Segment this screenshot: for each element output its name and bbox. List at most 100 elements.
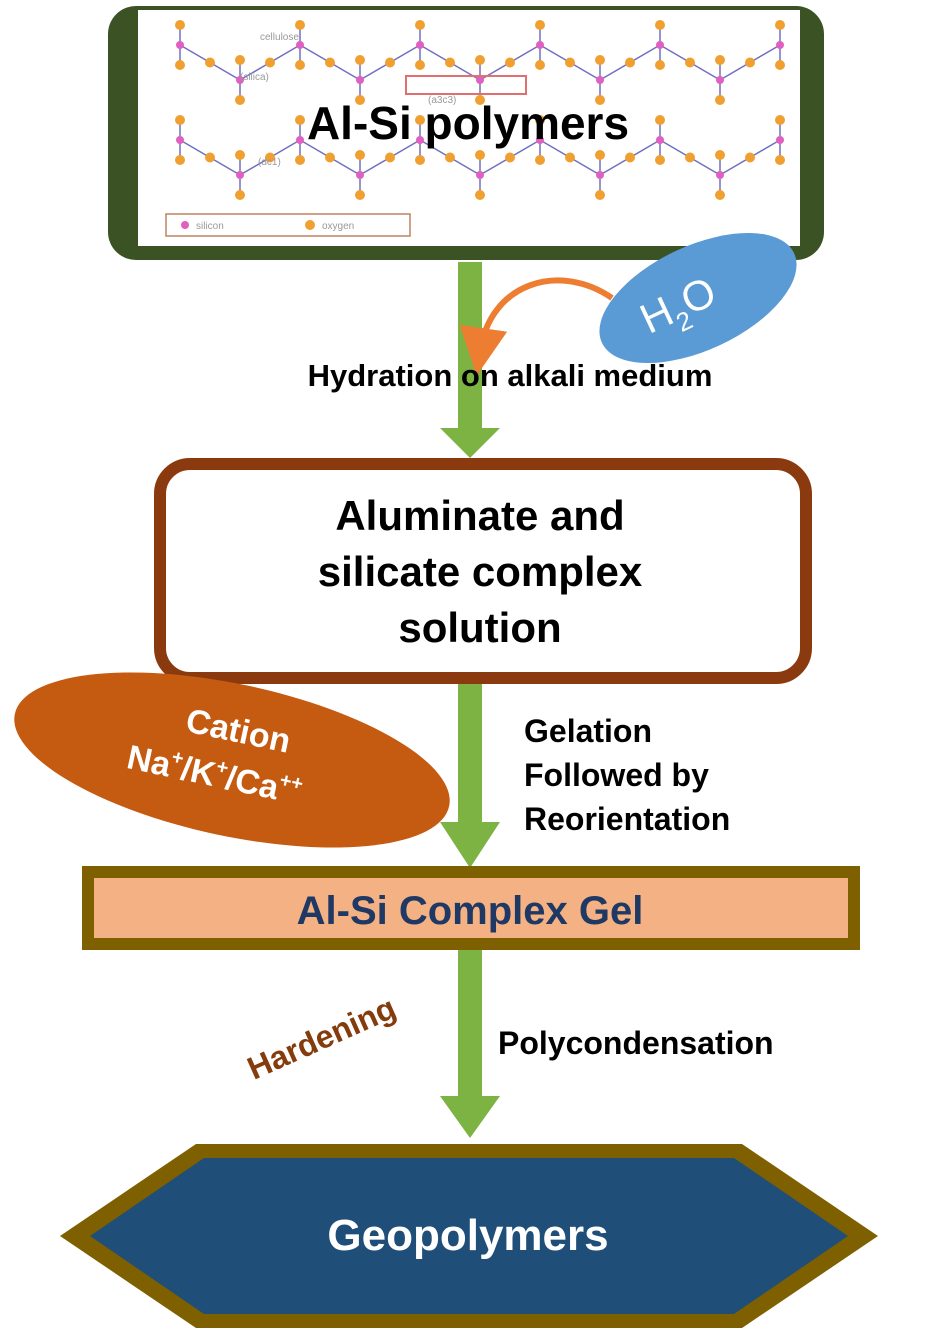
al-si-polymers-label: Al-Si polymers (307, 97, 629, 149)
silicon-atom (476, 76, 484, 84)
oxygen-atom (595, 55, 605, 65)
oxygen-atom (265, 57, 275, 68)
oxygen-atom (595, 150, 605, 160)
oxygen-atom (685, 57, 695, 68)
oxygen-atom (655, 155, 665, 165)
geopolymers-label: Geopolymers (327, 1211, 608, 1260)
gelation-line-2: Followed by (524, 757, 709, 793)
silicon-atom (236, 171, 244, 179)
oxygen-atom (175, 115, 185, 125)
gelation-line-3: Reorientation (524, 801, 730, 837)
oxygen-atom (415, 20, 425, 30)
silicon-atom (716, 171, 724, 179)
oxygen-atom (505, 57, 515, 68)
silicon-atom (596, 171, 604, 179)
oxygen-atom (175, 60, 185, 70)
water-addition-arrow (459, 277, 614, 376)
polycondensation-label: Polycondensation (498, 1025, 774, 1061)
oxygen-atom (325, 57, 335, 68)
arrow-solution-to-gel (440, 684, 500, 868)
silicon-atom (176, 136, 184, 144)
oxygen-atom (235, 55, 245, 65)
oxygen-atom (535, 115, 545, 125)
oxygen-atom (595, 190, 605, 200)
oxygen-atom (385, 57, 395, 68)
aluminate-silicate-solution-box: Aluminate and silicate complex solution (154, 458, 812, 684)
oxygen-atom (205, 152, 215, 163)
silicon-atom (716, 76, 724, 84)
al-si-complex-gel-box: Al-Si Complex Gel (82, 866, 860, 950)
cation-ellipse: Cation Na+/K+/Ca++ (14, 672, 450, 848)
oxygen-atom (415, 155, 425, 165)
silicon-atom (656, 136, 664, 144)
oxygen-atom (235, 150, 245, 160)
oxygen-atom (355, 95, 365, 105)
solution-line-1: Aluminate and (335, 492, 624, 539)
silicon-atom (476, 171, 484, 179)
oxygen-atom (355, 150, 365, 160)
oxygen-atom (655, 20, 665, 30)
legend-oxygen-label: oxygen (322, 221, 354, 232)
silicate-structure-illustration (175, 20, 785, 200)
water-label: H2O (633, 267, 727, 350)
oxygen-atom (475, 150, 485, 160)
structure-label-2: (a3c3) (428, 95, 456, 106)
silicon-atom (356, 171, 364, 179)
oxygen-atom (295, 155, 305, 165)
silicon-atom (536, 136, 544, 144)
silicon-atom (296, 136, 304, 144)
cation-ions-label: Na+/K+/Ca++ (124, 737, 305, 812)
oxygen-atom (415, 60, 425, 70)
oxygen-atom (715, 95, 725, 105)
oxygen-atom (775, 60, 785, 70)
silicon-atom (296, 41, 304, 49)
solution-line-2: silicate complex (318, 548, 643, 595)
silicon-atom (656, 41, 664, 49)
al-si-polymers-box: cellulose (a3c3) (dc1) (silica) silicon … (108, 6, 824, 260)
oxygen-atom (175, 20, 185, 30)
oxygen-atom (475, 55, 485, 65)
oxygen-atom (715, 150, 725, 160)
legend-silicon-label: silicon (196, 221, 224, 232)
oxygen-atom (445, 152, 455, 163)
silicon-atom (596, 76, 604, 84)
oxygen-atom (775, 20, 785, 30)
oxygen-atom (445, 57, 455, 68)
oxygen-atom (175, 155, 185, 165)
gel-label: Al-Si Complex Gel (297, 889, 644, 933)
oxygen-atom (535, 155, 545, 165)
oxygen-atom (355, 190, 365, 200)
oxygen-atom (775, 155, 785, 165)
oxygen-atom (205, 57, 215, 68)
oxygen-atom (355, 55, 365, 65)
geopolymers-hexagon: Geopolymers (60, 1144, 878, 1328)
silicon-atom (536, 41, 544, 49)
silicon-atom (176, 41, 184, 49)
hydration-label: Hydration on alkali medium (308, 358, 713, 393)
structure-label-1: cellulose (260, 32, 299, 43)
oxygen-atom (325, 152, 335, 163)
oxygen-atom (475, 95, 485, 105)
oxygen-atom (625, 152, 635, 163)
oxygen-atom (565, 152, 575, 163)
silicon-atom (356, 76, 364, 84)
oxygen-atom (595, 95, 605, 105)
silicon-atom (236, 76, 244, 84)
oxygen-atom (745, 57, 755, 68)
structure-label-3: (dc1) (258, 157, 281, 168)
arrow-gel-to-geopolymers (440, 950, 500, 1138)
oxygen-atom (415, 115, 425, 125)
oxygen-atom (235, 190, 245, 200)
legend-oxygen-dot (305, 220, 315, 230)
water-ellipse: H2O (599, 232, 797, 364)
highlight-frame (405, 75, 527, 95)
oxygen-atom (265, 152, 275, 163)
silicon-atom (776, 136, 784, 144)
silicon-atom (776, 41, 784, 49)
hardening-label: Hardening (242, 989, 401, 1086)
oxygen-atom (235, 95, 245, 105)
oxygen-atom (715, 55, 725, 65)
oxygen-atom (535, 60, 545, 70)
oxygen-atom (715, 190, 725, 200)
